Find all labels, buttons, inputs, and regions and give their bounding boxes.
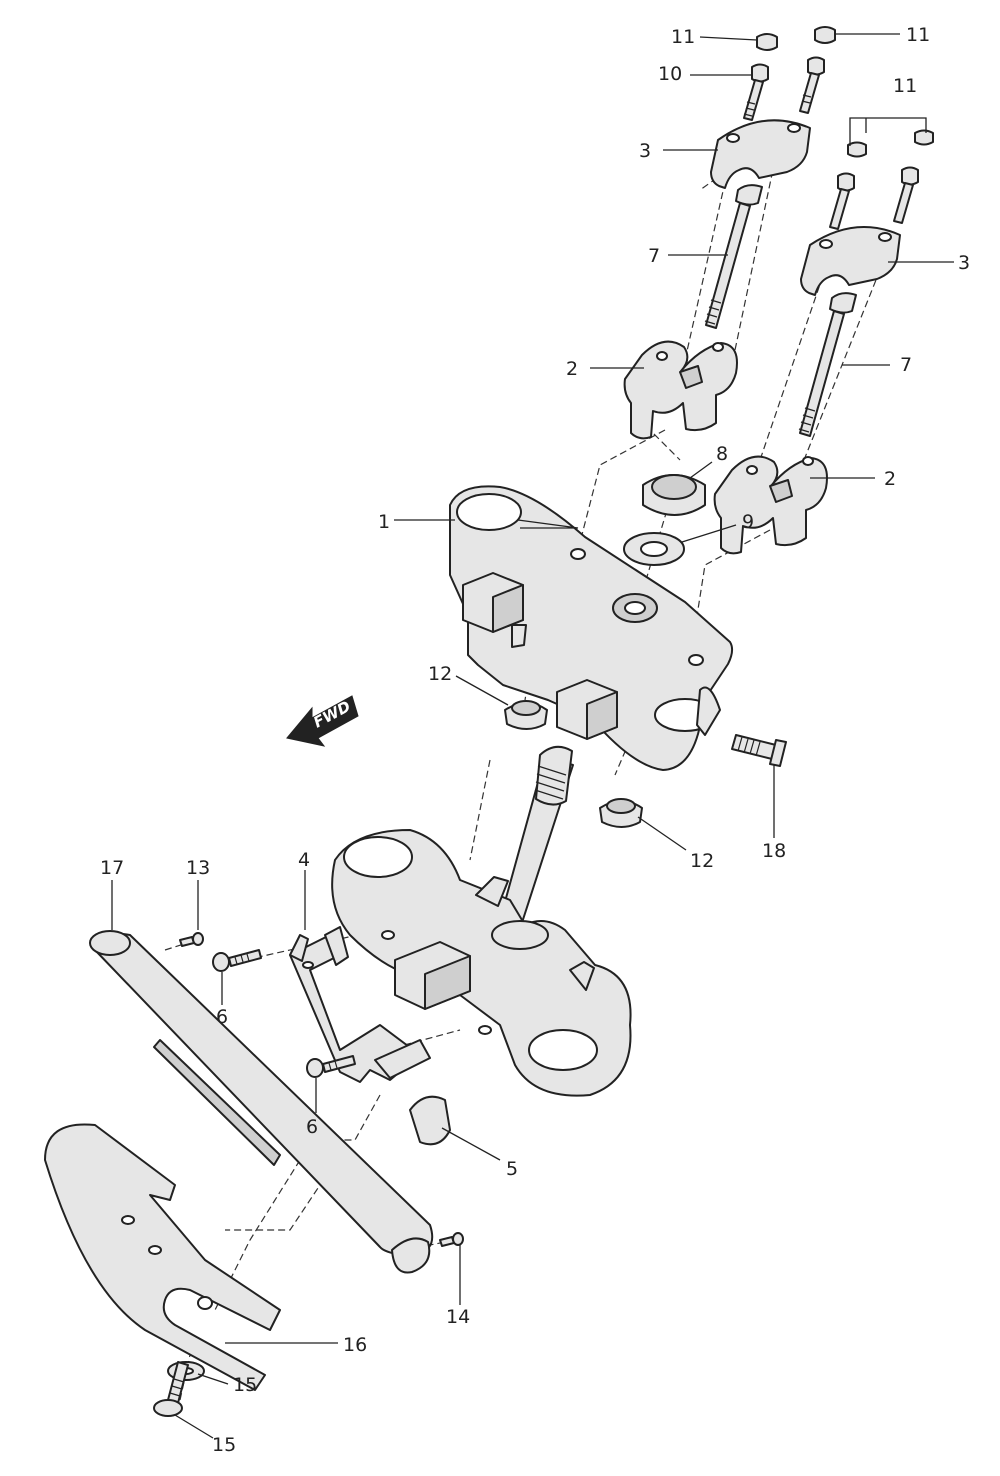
bolt-13 — [153, 1361, 189, 1417]
callout-12: 12 — [690, 850, 714, 872]
callout-2: 2 — [884, 468, 896, 490]
cover-16 — [44, 1123, 281, 1391]
screw-15-lower — [439, 1232, 464, 1247]
callout-8: 8 — [716, 443, 728, 465]
callout-3: 3 — [639, 140, 651, 162]
leader-lines — [111, 33, 954, 1439]
callout-6: 6 — [216, 1006, 228, 1028]
callout-17: 17 — [100, 857, 124, 879]
callout-6: 6 — [306, 1116, 318, 1138]
pinch-bolt-18 — [731, 734, 787, 767]
assembly-lines — [164, 159, 881, 1401]
callout-16: 16 — [343, 1334, 367, 1356]
cable-clip-5 — [374, 1039, 451, 1146]
long-bolt-7-lower — [798, 292, 857, 437]
bolt-10-rear-right — [893, 166, 919, 224]
steering-stem — [497, 745, 574, 936]
callout-5: 5 — [506, 1158, 518, 1180]
callout-18: 18 — [762, 840, 786, 862]
cap-11-rear-right — [914, 129, 934, 146]
callout-labels: 11 11 11 10 3 3 7 7 2 2 8 9 1 12 12 18 4… — [100, 24, 970, 1456]
clamp-top-3-lower — [800, 226, 901, 296]
screw-6-upper — [212, 949, 262, 972]
bolt-10-left — [743, 63, 769, 121]
callout-7: 7 — [900, 354, 912, 376]
clamp-base-2-upper — [623, 340, 738, 440]
cap-11-right — [814, 26, 836, 44]
callout-7: 7 — [648, 245, 660, 267]
callout-12: 12 — [428, 663, 452, 685]
bolt-10-right — [799, 56, 825, 114]
cap-11-rear-left — [847, 141, 867, 158]
forward-direction-arrow: FWD — [286, 695, 359, 747]
callout-3: 3 — [958, 252, 970, 274]
callout-9: 9 — [742, 511, 754, 533]
flange-nut-12-upper — [504, 700, 548, 730]
tube-17 — [89, 930, 434, 1274]
callout-14: 15 — [233, 1374, 257, 1396]
screw-15-upper — [179, 932, 204, 947]
callout-1: 1 — [378, 511, 390, 533]
washer-9 — [623, 532, 685, 566]
stem-nut-8 — [642, 474, 706, 516]
screw-6-lower — [306, 1055, 356, 1078]
callout-15: 13 — [186, 857, 210, 879]
callout-11: 11 — [906, 24, 930, 46]
lower-triple-clamp — [331, 829, 632, 1097]
bolt-10-rear-left — [829, 172, 855, 230]
callout-11: 11 — [671, 26, 695, 48]
clamp-top-3-upper — [710, 119, 811, 189]
callout-11: 11 — [893, 75, 917, 97]
callout-10: 10 — [658, 63, 682, 85]
callout-4: 4 — [298, 849, 310, 871]
clamp-base-2-lower — [713, 455, 828, 555]
long-bolt-7-upper — [704, 184, 763, 329]
flange-nut-12-lower — [599, 798, 643, 828]
cap-11-left — [756, 33, 778, 51]
callout-2: 2 — [566, 358, 578, 380]
callout-15: 14 — [446, 1306, 470, 1328]
callout-13: 15 — [212, 1434, 236, 1456]
upper-triple-clamp-1 — [449, 485, 734, 771]
bracket-4 — [289, 926, 421, 1083]
